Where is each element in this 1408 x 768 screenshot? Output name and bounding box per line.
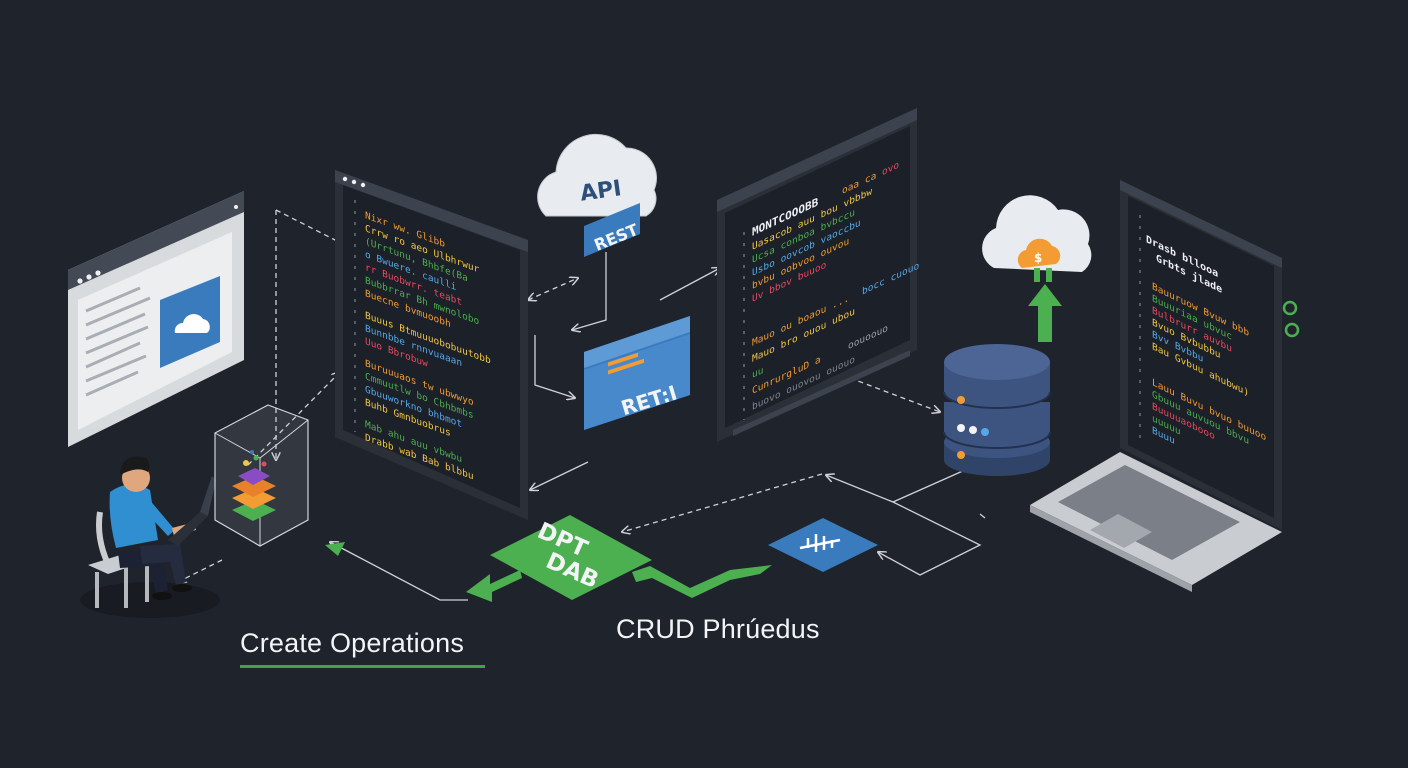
link-icon [1282,300,1300,338]
green-flow-arrows [325,542,772,602]
caption-underline [240,665,485,668]
connector-arrows [178,209,986,601]
caption-crud: CRUD Phrúedus [616,614,820,644]
browser-window-icon [68,191,244,447]
cloud-icon [160,276,220,368]
api-cloud-icon: API [537,133,658,217]
caption-create-operations: Create Operations [240,628,465,658]
filter-tile-icon [768,518,878,572]
person-at-laptop-icon [80,456,220,618]
svg-text:uu: uu [752,365,763,381]
svg-text:$: $ [1034,251,1042,265]
database-cylinder-icon [943,344,1051,476]
orange-cloud-icon: $ [982,195,1092,272]
code-editor-icon: Nixr ww. Glibb Crrw ro aeo Ulbhrwur (Urr… [335,170,528,520]
rest-card-icon: RET:I [584,316,690,430]
mongodb-panel-icon: MONTCOOOBB oaa ca ovo Uasacob auu bou vb… [717,108,919,442]
upload-arrow-icon [1028,268,1062,342]
database-badge-icon: DPT DAB [490,515,652,600]
laptop-icon: Drasb bllooa Grbts jlade Bauuruow Bvuw b… [1030,180,1282,592]
glass-cube-icon [214,404,309,547]
api-cloud-label: API [579,176,623,207]
